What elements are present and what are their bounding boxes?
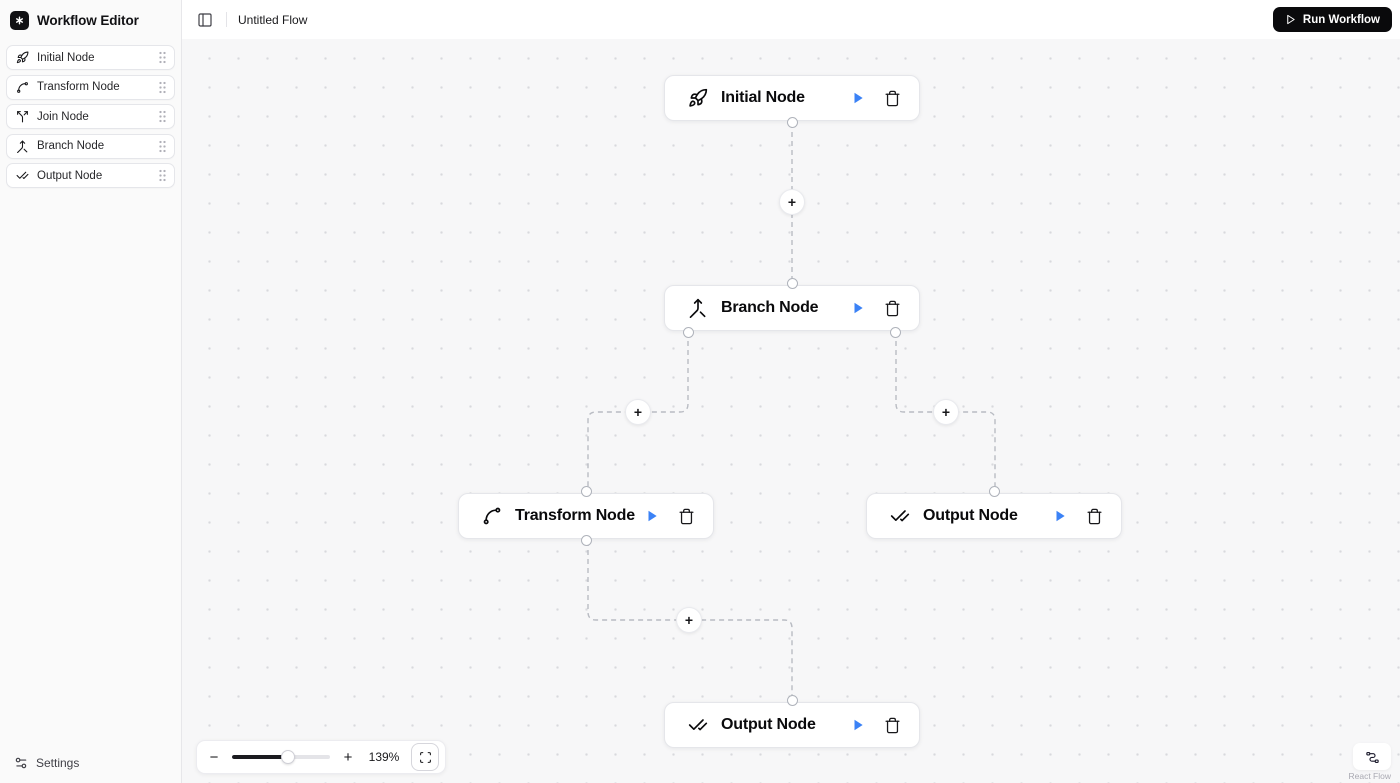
palette-item-label: Initial Node xyxy=(37,51,95,64)
sidebar: Workflow Editor Initial Node Transform N… xyxy=(0,0,182,783)
add-node-on-edge-button[interactable]: + xyxy=(625,399,651,425)
settings-label: Settings xyxy=(36,756,80,770)
settings-icon xyxy=(14,756,28,770)
palette-item-output-node[interactable]: Output Node xyxy=(6,163,175,188)
grip-vertical-icon[interactable] xyxy=(158,169,167,182)
sidebar-header: Workflow Editor xyxy=(0,0,181,40)
react-flow-logo-button[interactable] xyxy=(1353,743,1391,770)
play-icon xyxy=(1056,510,1065,522)
palette-item-initial-node[interactable]: Initial Node xyxy=(6,45,175,70)
target-handle[interactable] xyxy=(988,486,1000,497)
add-node-on-edge-button[interactable]: + xyxy=(779,189,805,215)
node-delete-button[interactable] xyxy=(1084,506,1105,527)
play-icon xyxy=(648,510,657,522)
merge-icon xyxy=(16,140,29,153)
node-title: Branch Node xyxy=(721,299,819,316)
merge-icon xyxy=(688,298,708,318)
zoom-slider[interactable] xyxy=(232,750,330,764)
palette-item-branch-node[interactable]: Branch Node xyxy=(6,133,175,159)
zoom-slider-thumb[interactable] xyxy=(280,750,295,764)
add-node-on-edge-button[interactable]: + xyxy=(676,607,702,633)
source-handle-right[interactable] xyxy=(890,327,901,338)
app-title: Workflow Editor xyxy=(37,12,139,28)
node-output-right[interactable]: Output Node xyxy=(866,486,1122,539)
app-logo-icon xyxy=(10,10,29,30)
trash-icon xyxy=(885,717,900,733)
play-icon xyxy=(854,92,863,104)
target-handle[interactable] xyxy=(786,278,798,289)
node-delete-button[interactable] xyxy=(882,715,903,736)
palette-item-label: Join Node xyxy=(37,110,89,123)
topbar: Untitled Flow Run Workflow xyxy=(182,0,1400,39)
check-check-icon xyxy=(890,506,910,526)
attribution-label: React Flow xyxy=(1348,771,1391,781)
zoom-percent: 139% xyxy=(368,750,400,764)
source-handle-left[interactable] xyxy=(683,327,694,338)
run-workflow-label: Run Workflow xyxy=(1302,13,1380,26)
node-palette: Initial Node Transform Node Join Node xyxy=(0,40,181,193)
check-check-icon xyxy=(688,715,708,735)
palette-item-transform-node[interactable]: Transform Node xyxy=(6,74,175,100)
spline-icon xyxy=(16,81,29,94)
node-run-button[interactable] xyxy=(849,716,867,734)
zoom-controls: − + 139% xyxy=(196,740,446,774)
node-title: Initial Node xyxy=(721,89,805,106)
node-delete-button[interactable] xyxy=(676,506,697,527)
node-title: Output Node xyxy=(923,507,1018,524)
split-icon xyxy=(16,110,29,123)
palette-item-label: Transform Node xyxy=(37,81,120,93)
grip-vertical-icon[interactable] xyxy=(158,140,167,153)
play-icon xyxy=(854,719,863,731)
zoom-in-button[interactable]: + xyxy=(339,746,357,768)
check-check-icon xyxy=(16,169,29,182)
spline-icon xyxy=(482,506,502,526)
target-handle[interactable] xyxy=(786,695,798,706)
flow-name: Untitled Flow xyxy=(238,12,308,27)
fit-view-button[interactable] xyxy=(411,743,439,771)
zoom-out-button[interactable]: − xyxy=(205,746,223,768)
target-handle[interactable] xyxy=(580,486,592,497)
trash-icon xyxy=(885,300,900,316)
play-icon xyxy=(854,302,863,314)
panel-left-icon xyxy=(198,12,212,27)
react-flow-logo-icon xyxy=(1365,751,1379,763)
node-delete-button[interactable] xyxy=(882,298,903,319)
palette-item-label: Branch Node xyxy=(37,140,105,152)
trash-icon xyxy=(1087,508,1102,524)
grip-vertical-icon[interactable] xyxy=(158,110,167,123)
node-run-button[interactable] xyxy=(849,299,867,317)
flow-canvas[interactable]: Initial Node Branch Node Transform Node xyxy=(182,39,1400,783)
topbar-divider xyxy=(226,12,227,27)
grip-vertical-icon[interactable] xyxy=(158,51,167,64)
trash-icon xyxy=(885,90,900,106)
node-title: Output Node xyxy=(721,716,816,733)
node-branch[interactable]: Branch Node xyxy=(664,278,920,338)
node-transform[interactable]: Transform Node xyxy=(458,486,714,546)
add-node-on-edge-button[interactable]: + xyxy=(933,399,959,425)
zoom-slider-fill xyxy=(232,755,288,759)
node-title: Transform Node xyxy=(515,507,635,524)
node-run-button[interactable] xyxy=(1051,507,1069,525)
node-delete-button[interactable] xyxy=(882,88,903,109)
scan-icon xyxy=(419,751,431,763)
node-initial[interactable]: Initial Node xyxy=(664,75,920,128)
node-run-button[interactable] xyxy=(849,89,867,107)
palette-item-join-node[interactable]: Join Node xyxy=(6,104,175,129)
play-icon xyxy=(1287,14,1295,25)
toggle-sidebar-button[interactable] xyxy=(195,10,215,30)
grip-vertical-icon[interactable] xyxy=(158,81,167,94)
palette-item-label: Output Node xyxy=(37,169,103,182)
node-run-button[interactable] xyxy=(643,507,661,525)
trash-icon xyxy=(679,508,694,524)
node-output-bottom[interactable]: Output Node xyxy=(664,695,920,748)
source-handle[interactable] xyxy=(786,117,798,128)
edges-layer xyxy=(587,123,996,699)
settings-button[interactable]: Settings xyxy=(0,756,181,783)
run-workflow-button[interactable]: Run Workflow xyxy=(1272,7,1392,32)
rocket-icon xyxy=(688,88,708,108)
source-handle[interactable] xyxy=(580,535,592,546)
attribution: React Flow xyxy=(1348,743,1391,781)
rocket-icon xyxy=(16,51,29,64)
